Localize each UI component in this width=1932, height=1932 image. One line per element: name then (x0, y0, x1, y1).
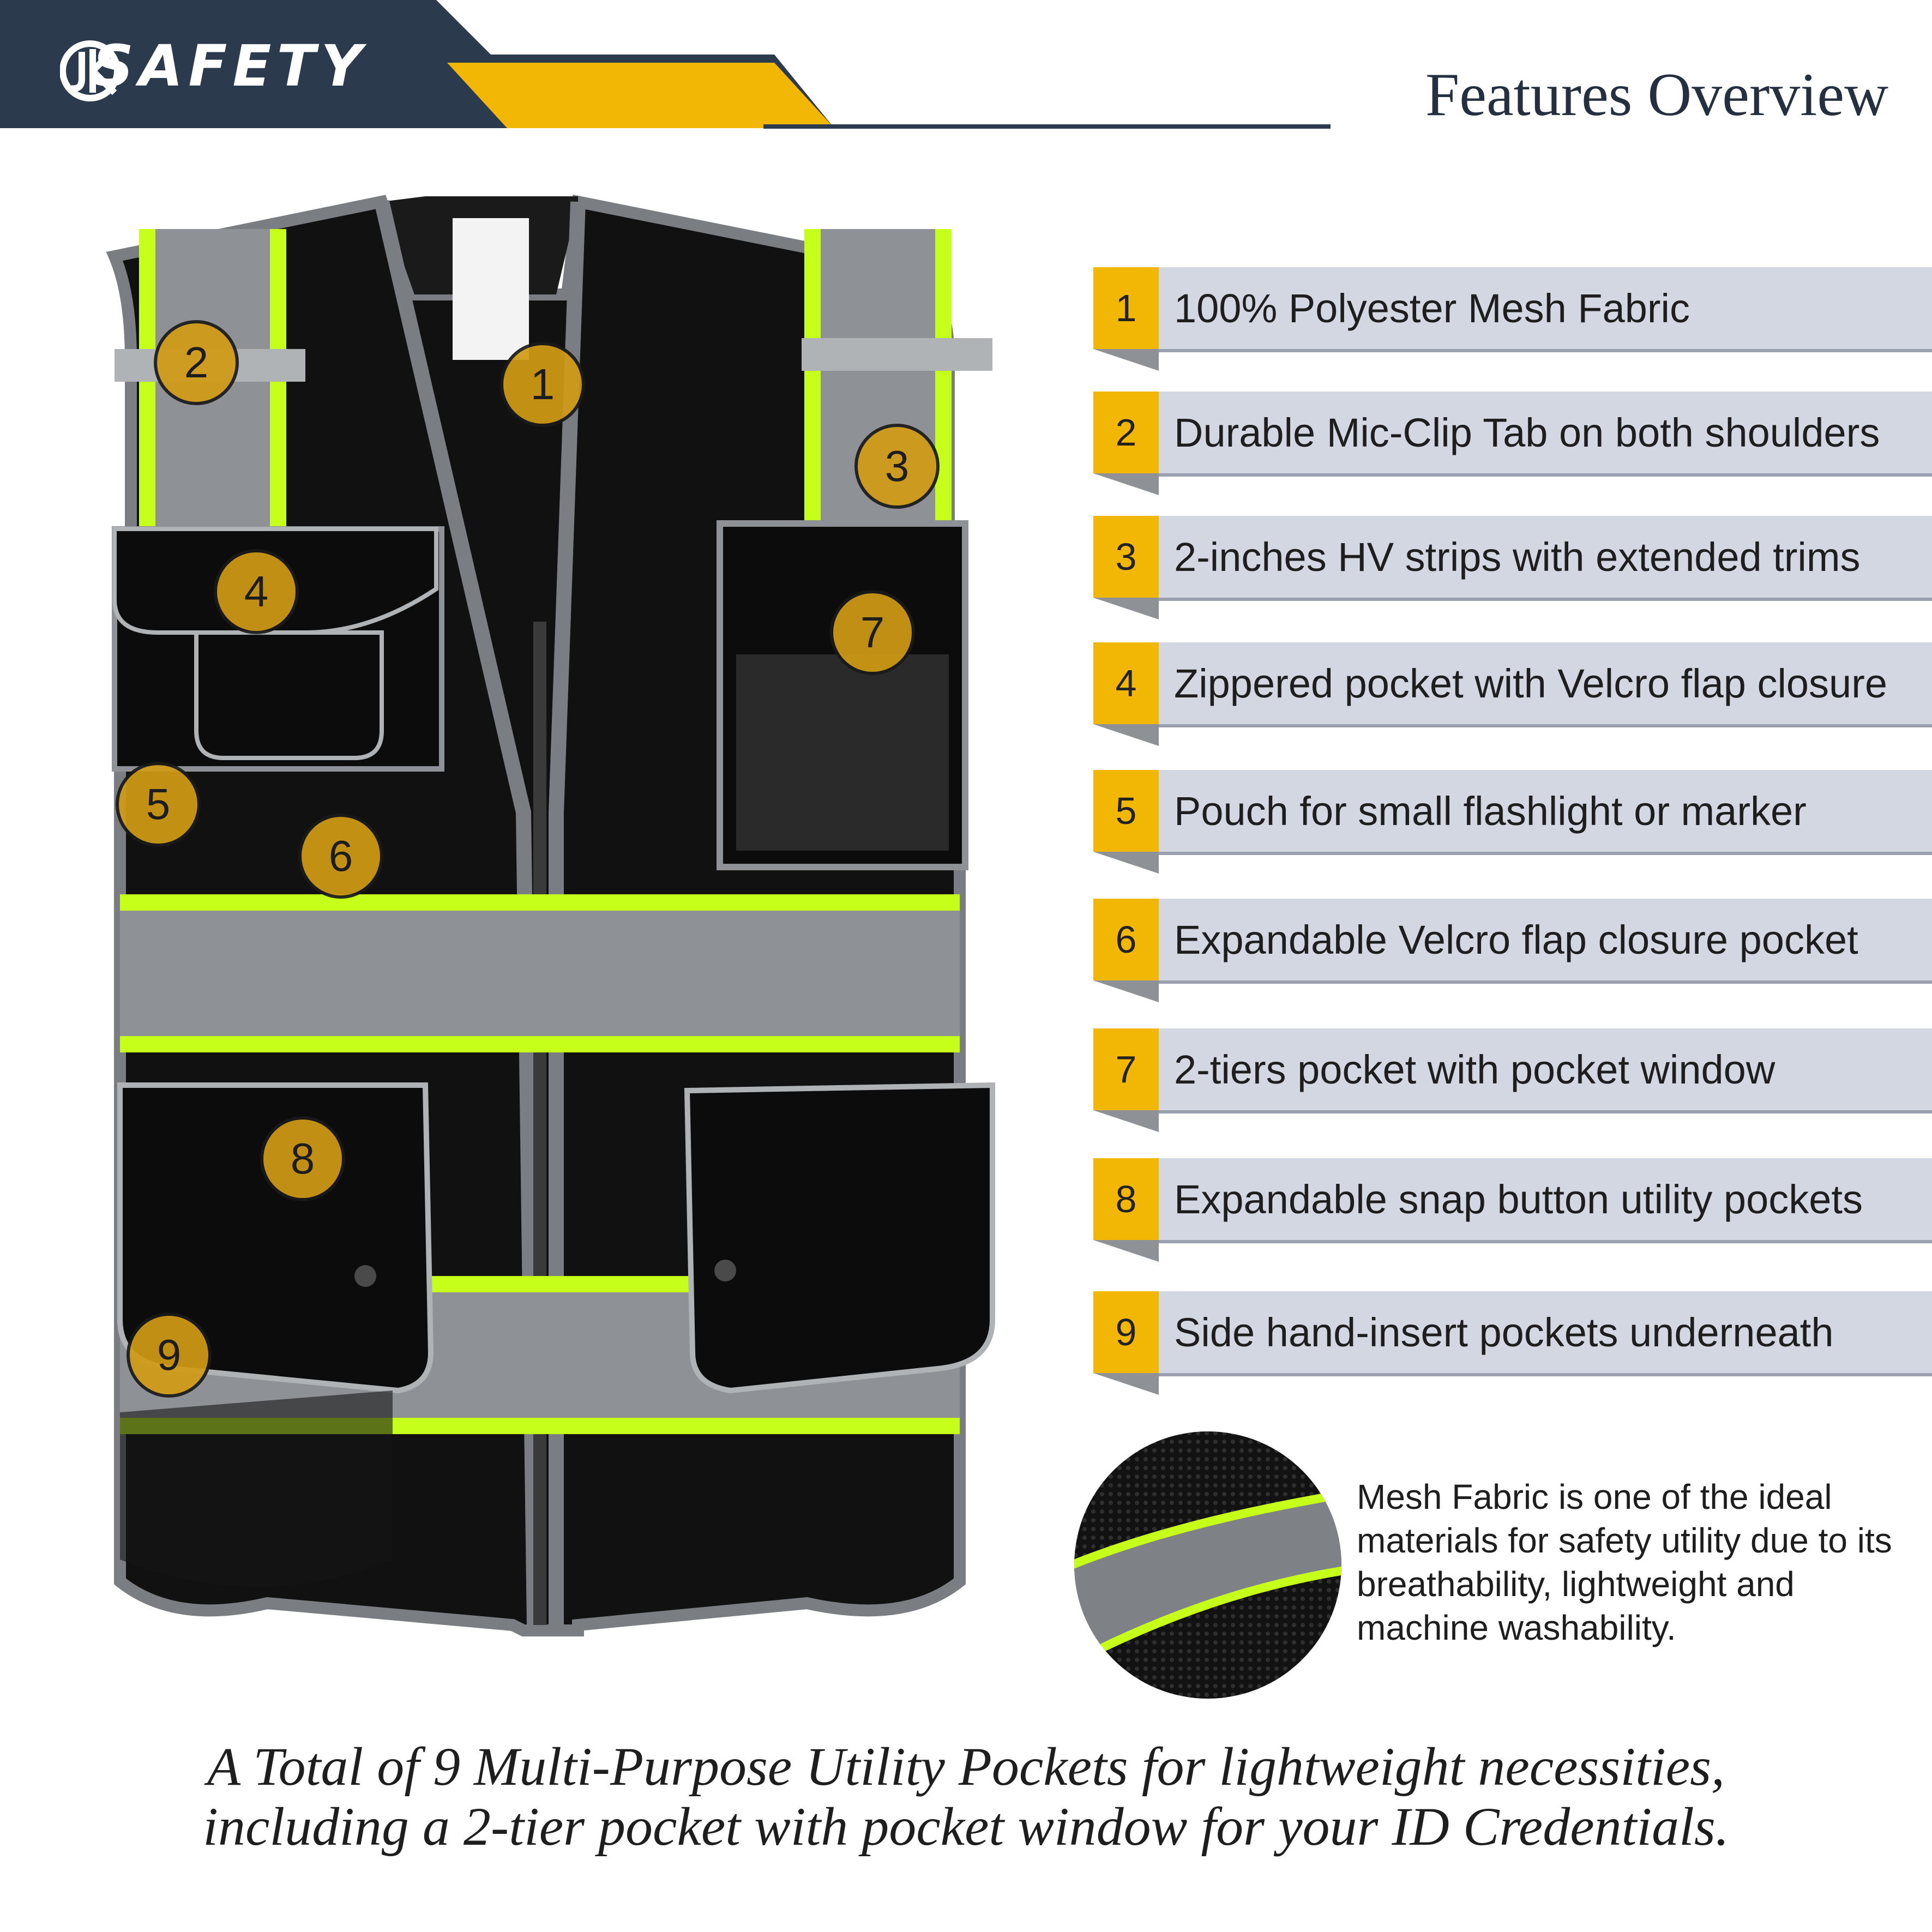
brand-logo-text: SAFETY (93, 33, 368, 99)
feature-item: 2 Durable Mic-Clip Tab on both shoulders (1093, 392, 1932, 495)
vest-marker-4: 4 (214, 549, 299, 634)
feature-item: 4 Zippered pocket with Velcro flap closu… (1093, 642, 1932, 746)
feature-number: 5 (1093, 770, 1159, 852)
feature-item: 7 2-tiers pocket with pocket window (1093, 1028, 1932, 1132)
feature-number: 4 (1093, 642, 1159, 724)
caption-line-2: including a 2-tier pocket with pocket wi… (203, 1796, 1729, 1857)
feature-text: 2-tiers pocket with pocket window (1174, 1046, 1775, 1092)
svg-text:4: 4 (244, 567, 269, 616)
feature-item: 9 Side hand-insert pockets underneath (1093, 1291, 1932, 1395)
feature-number: 8 (1093, 1158, 1159, 1240)
svg-text:2: 2 (184, 338, 209, 387)
vest-marker-3: 3 (854, 424, 940, 509)
caption-line-1: A Total of 9 Multi-Purpose Utility Pocke… (207, 1736, 1725, 1797)
feature-text: Expandable snap button utility pockets (1174, 1176, 1863, 1222)
feature-number: 7 (1093, 1028, 1159, 1110)
header-banner (0, 0, 1331, 129)
vest-marker-7: 7 (830, 590, 915, 675)
svg-text:5: 5 (146, 780, 171, 828)
feature-item: 8 Expandable snap button utility pockets (1093, 1158, 1932, 1262)
vest-marker-8: 8 (260, 1116, 345, 1201)
feature-item: 6 Expandable Velcro flap closure pocket (1093, 899, 1932, 1002)
feature-text: 100% Polyester Mesh Fabric (1174, 285, 1690, 331)
feature-item: 5 Pouch for small flashlight or marker (1093, 770, 1932, 874)
feature-item: 1 100% Polyester Mesh Fabric (1093, 267, 1932, 371)
feature-number: 9 (1093, 1291, 1159, 1373)
svg-text:1: 1 (531, 360, 555, 408)
vest-marker-9: 9 (127, 1313, 212, 1398)
svg-text:8: 8 (291, 1134, 315, 1183)
feature-item: 3 2-inches HV strips with extended trims (1093, 516, 1932, 619)
feature-number: 3 (1093, 516, 1159, 598)
feature-text: Pouch for small flashlight or marker (1174, 788, 1807, 834)
feature-text: Zippered pocket with Velcro flap closure (1174, 660, 1888, 706)
vest-marker-2: 2 (154, 320, 239, 405)
vest-illustration: 1 2 3 4 5 6 7 8 9 (106, 194, 995, 1636)
feature-text: 2-inches HV strips with extended trims (1174, 534, 1861, 580)
brand-logo-icon (60, 40, 121, 101)
mesh-detail-text: Mesh Fabric is one of the ideal material… (1357, 1477, 1892, 1647)
feature-text: Side hand-insert pockets underneath (1174, 1309, 1834, 1355)
feature-number: 6 (1093, 899, 1159, 980)
svg-text:6: 6 (329, 832, 353, 880)
feature-number: 2 (1093, 392, 1159, 473)
page-title: Features Overview (1425, 61, 1888, 129)
mesh-detail-image (1074, 1431, 1341, 1699)
feature-text: Durable Mic-Clip Tab on both shoulders (1174, 410, 1880, 455)
vest-marker-1: 1 (500, 342, 585, 427)
svg-text:3: 3 (885, 442, 910, 490)
vest-marker-6: 6 (298, 814, 383, 899)
feature-text: Expandable Velcro flap closure pocket (1174, 917, 1858, 962)
svg-text:9: 9 (157, 1331, 182, 1379)
bottom-caption: A Total of 9 Multi-Purpose Utility Pocke… (0, 1737, 1932, 1857)
feature-number: 1 (1093, 267, 1159, 349)
svg-text:7: 7 (860, 608, 885, 657)
vest-marker-5: 5 (116, 762, 201, 847)
